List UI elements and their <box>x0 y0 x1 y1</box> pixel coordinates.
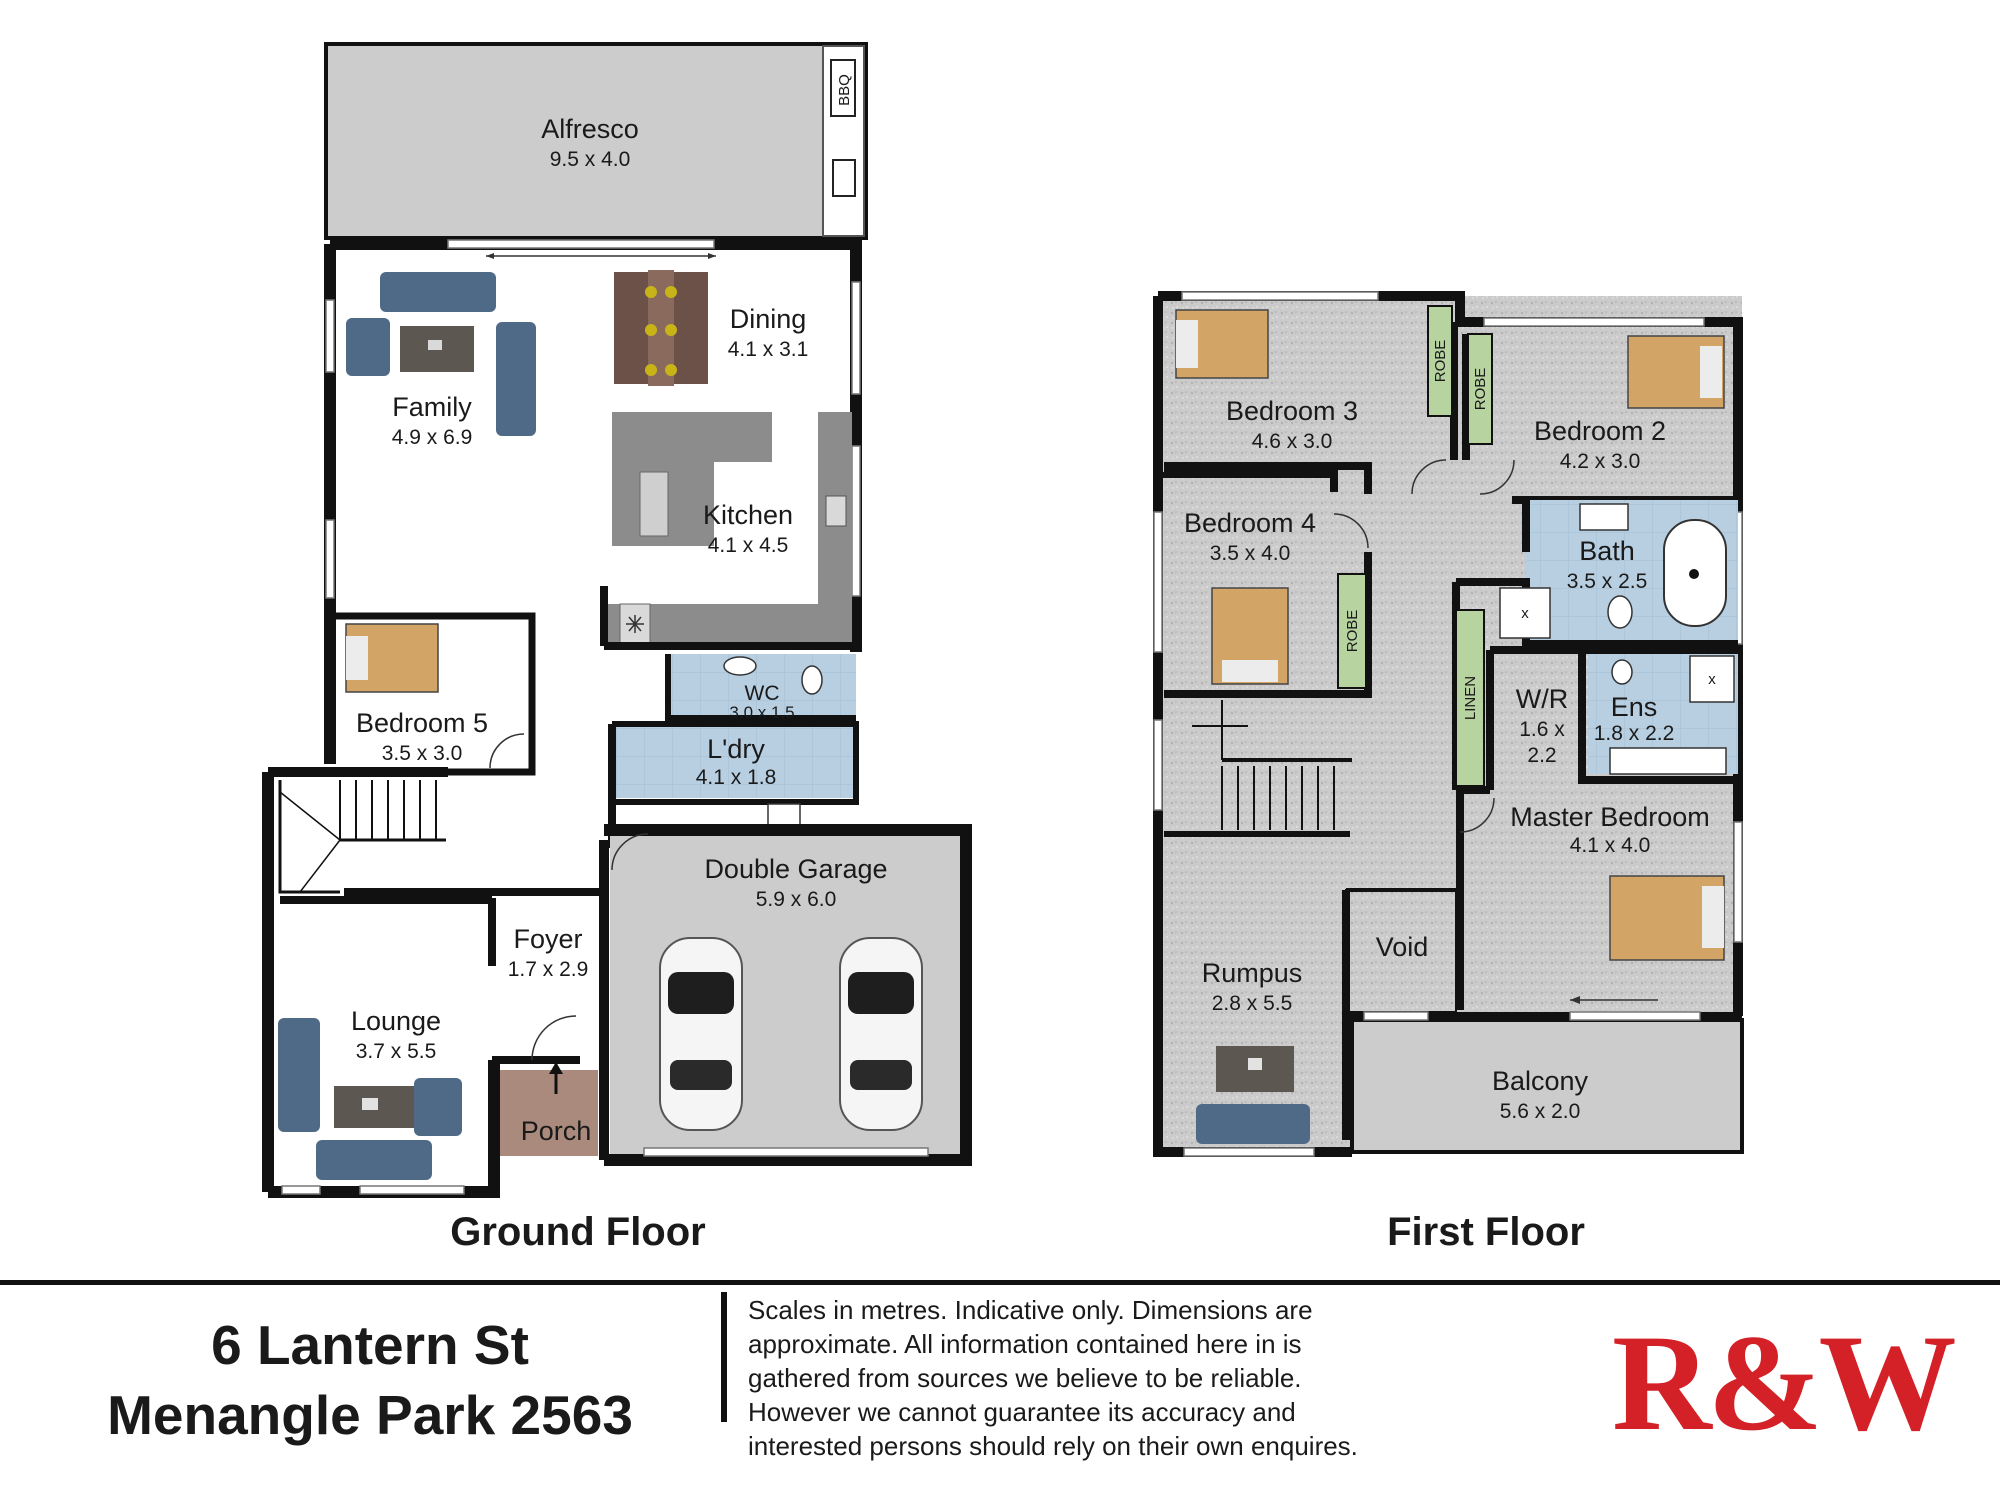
bedroom3-robe <box>1427 305 1453 417</box>
bedroom2-robe-label: ROBE <box>1472 368 1489 411</box>
bbq-label: BBQ <box>836 74 853 106</box>
rumpus-furniture-icon <box>1196 1046 1310 1144</box>
ground-stairs-icon <box>262 767 600 1192</box>
wc-dims: 3.0 x 1.5 <box>729 703 794 722</box>
rumpus-dims: 2.8 x 5.5 <box>1212 992 1293 1015</box>
laundry-name: L'dry <box>707 734 765 764</box>
lounge-dims: 3.7 x 5.5 <box>356 1040 437 1063</box>
linen-cupboard <box>1455 609 1485 787</box>
kitchen-bench-icon <box>606 412 852 646</box>
car-icon <box>659 937 923 1131</box>
linen-label: LINEN <box>1462 676 1479 720</box>
alfresco-name: Alfresco <box>541 114 639 144</box>
agency-logo: R&W <box>1612 1306 1957 1459</box>
room-labels: Alfresco 9.5 x 4.0 BBQ Dining 4.1 x 3.1 … <box>351 74 1716 1146</box>
rumpus-name: Rumpus <box>1202 958 1303 988</box>
bedroom3-robe-label: ROBE <box>1432 340 1449 383</box>
bedroom4-name: Bedroom 4 <box>1184 508 1316 538</box>
wc-name: WC <box>745 682 780 705</box>
balcony-dims: 5.6 x 2.0 <box>1500 1100 1581 1123</box>
bedroom3-dims: 4.6 x 3.0 <box>1252 430 1333 453</box>
dining-table-icon <box>614 270 708 386</box>
bath-shower <box>1499 587 1551 639</box>
double-garage-name: Double Garage <box>704 854 887 884</box>
ground-floor <box>262 42 972 1198</box>
ens-name: Ens <box>1611 692 1658 722</box>
alfresco-dims: 9.5 x 4.0 <box>550 148 631 171</box>
bath-dims: 3.5 x 2.5 <box>1567 570 1648 593</box>
bedroom2-dims: 4.2 x 3.0 <box>1560 450 1641 473</box>
bedroom4-dims: 3.5 x 4.0 <box>1210 542 1291 565</box>
balcony-name: Balcony <box>1492 1066 1589 1096</box>
bedroom5-name: Bedroom 5 <box>356 708 488 738</box>
dining-name: Dining <box>730 304 807 334</box>
void-name: Void <box>1376 932 1429 962</box>
property-address: 6 Lantern St Menangle Park 2563 <box>60 1310 680 1450</box>
address-suburb: Menangle Park 2563 <box>107 1384 633 1446</box>
address-street: 6 Lantern St <box>211 1314 529 1376</box>
family-furniture-icon <box>346 272 536 436</box>
kitchen-name: Kitchen <box>703 500 793 530</box>
alfresco-area <box>324 42 868 240</box>
wr-name: W/R <box>1516 684 1568 714</box>
bedroom2-name: Bedroom 2 <box>1534 416 1666 446</box>
bedroom3-name: Bedroom 3 <box>1226 396 1358 426</box>
foyer-dims: 1.7 x 2.9 <box>508 958 589 981</box>
first-floor <box>1153 291 1744 1157</box>
master-bedroom-dims: 4.1 x 4.0 <box>1570 834 1651 857</box>
disclaimer-line: interested persons should rely on their … <box>748 1431 1358 1461</box>
alfresco-sink-icon <box>832 159 856 197</box>
footer-column-divider <box>721 1292 727 1422</box>
kitchen-dims: 4.1 x 4.5 <box>708 534 789 557</box>
lounge-name: Lounge <box>351 1006 441 1036</box>
bedroom4-robe <box>1337 573 1367 689</box>
family-dims: 4.9 x 6.9 <box>392 426 473 449</box>
family-name: Family <box>392 392 472 422</box>
ens-dims: 1.8 x 2.2 <box>1594 722 1675 745</box>
dining-dims: 4.1 x 3.1 <box>728 338 809 361</box>
lounge-furniture-icon <box>278 1018 462 1180</box>
disclaimer-line: gathered from sources we believe to be r… <box>748 1363 1302 1393</box>
bath-shower-mark: x <box>1521 605 1529 622</box>
disclaimer-line: approximate. All information contained h… <box>748 1329 1302 1359</box>
bedroom5-dims: 3.5 x 3.0 <box>382 742 463 765</box>
laundry-dims: 4.1 x 1.8 <box>696 766 777 789</box>
bbq-icon <box>830 59 856 117</box>
bedroom4-robe-label: ROBE <box>1344 610 1361 653</box>
porch-area <box>500 1070 598 1156</box>
void-area <box>1345 889 1457 1013</box>
wr-dims-line2: 2.2 <box>1527 744 1556 767</box>
wr-dims-line1: 1.6 x <box>1519 718 1565 741</box>
balcony-area <box>1350 1018 1744 1154</box>
ground-floor-title: Ground Floor <box>450 1210 706 1254</box>
first-stairs-icon <box>1164 700 1352 837</box>
first-floor-title: First Floor <box>1387 1210 1585 1254</box>
footer-divider <box>0 1280 2000 1285</box>
foyer-name: Foyer <box>513 924 582 954</box>
disclaimer-line: However we cannot guarantee its accuracy… <box>748 1397 1296 1427</box>
master-bedroom-name: Master Bedroom <box>1510 802 1710 832</box>
disclaimer-text: Scales in metres. Indicative only. Dimen… <box>748 1293 1448 1463</box>
bedroom2-robe <box>1467 333 1493 445</box>
ens-shower-mark: x <box>1708 671 1716 688</box>
disclaimer-line: Scales in metres. Indicative only. Dimen… <box>748 1295 1313 1325</box>
bath-name: Bath <box>1579 536 1635 566</box>
double-garage-dims: 5.9 x 6.0 <box>756 888 837 911</box>
porch-name: Porch <box>521 1116 592 1146</box>
